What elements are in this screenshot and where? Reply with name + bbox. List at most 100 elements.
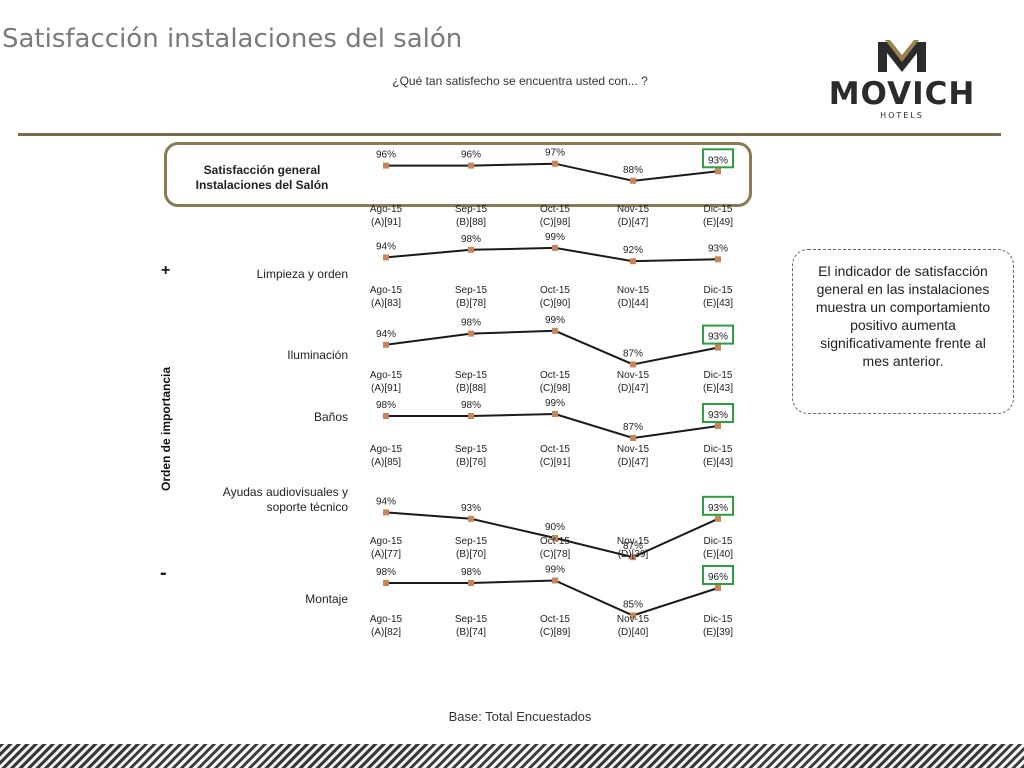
highlight-box-0-4 [702,148,734,169]
data-label-4-3: 87% [623,541,643,552]
category-label-0-3: Nov-15 [617,204,650,215]
base-label-5-2: (C)[89] [540,627,571,638]
category-label-2-3: Nov-15 [617,370,650,381]
data-label-4-0: 94% [376,496,396,507]
highlight-box-3-4 [702,403,734,423]
logo-tagline-text: HOTELS [880,111,924,120]
category-label-1-4: Dic-15 [704,285,733,296]
data-point-2-0 [383,341,389,348]
data-point-4-3 [630,554,636,561]
data-point-5-0 [383,580,389,586]
data-label-2-0: 94% [376,329,396,340]
base-label-4-3: (D)[39] [618,549,649,560]
data-label-3-0: 98% [376,400,396,411]
row-label-audiovisual: Ayudas audiovisuales y soporte técnico [222,485,348,514]
data-point-2-2 [552,327,558,334]
data-label-1-0: 94% [376,241,396,252]
data-label-2-4: 93% [708,332,728,343]
data-label-1-2: 99% [545,232,565,243]
page-title: Satisfacción instalaciones del salón [2,24,463,54]
base-label-3-4: (E)[43] [703,457,733,468]
data-point-3-3 [630,435,636,441]
category-label-0-1: Sep-15 [455,204,488,215]
category-label-2-4: Dic-15 [704,370,733,381]
category-label-2-2: Oct-15 [540,370,570,381]
data-point-1-3 [630,258,636,265]
series-line-3 [386,412,719,440]
data-point-1-2 [552,244,558,251]
base-label-4-1: (B)[70] [456,549,486,560]
data-label-2-1: 98% [461,318,481,329]
data-point-4-0 [383,509,389,516]
category-label-0-2: Oct-15 [540,204,570,215]
highlight-box-5-4 [702,565,734,585]
base-label-0-1: (B)[88] [456,217,486,228]
data-point-3-1 [468,413,474,419]
data-point-2-1 [468,330,474,337]
category-label-4-1: Sep-15 [455,536,488,547]
header-divider [18,133,1001,136]
data-label-3-1: 98% [461,400,481,411]
base-label-3-3: (D)[47] [618,457,649,468]
base-label-4-2: (C)[78] [540,549,571,560]
data-label-4-2: 90% [545,522,565,533]
base-label-1-0: (A)[83] [371,298,401,309]
data-point-2-4 [715,344,721,351]
series-line-5 [386,579,719,617]
category-label-5-4: Dic-15 [704,614,733,625]
data-label-5-1: 98% [461,567,481,578]
importance-minus: - [160,562,167,584]
row-label-bathrooms: Baños [313,410,348,424]
category-label-5-3: Nov-15 [617,614,650,625]
category-label-3-4: Dic-15 [704,444,733,455]
base-label-0-4: (E)[49] [703,217,733,228]
data-point-3-0 [383,413,389,419]
data-point-5-1 [468,580,474,586]
series-line-2 [385,329,719,366]
category-label-4-4: Dic-15 [704,536,733,547]
category-label-1-0: Ago-15 [370,285,403,296]
data-label-3-3: 87% [623,422,643,433]
data-label-0-4: 93% [708,155,728,166]
data-label-0-2: 97% [545,148,565,159]
data-label-1-3: 92% [623,245,643,256]
category-label-5-0: Ago-15 [370,614,403,625]
logo-emblem-icon [878,40,926,72]
data-point-0-3 [630,177,636,184]
base-label-2-4: (E)[43] [703,383,733,394]
base-label-2-3: (D)[47] [618,383,649,394]
data-point-1-0 [383,254,389,261]
category-label-5-2: Oct-15 [540,614,570,625]
base-label-0-2: (C)[98] [540,217,571,228]
category-label-3-2: Oct-15 [540,444,570,455]
data-label-5-3: 85% [623,600,643,611]
data-label-5-2: 99% [545,565,565,576]
category-label-1-1: Sep-15 [455,285,488,296]
category-label-1-3: Nov-15 [617,285,650,296]
movich-logo: MOVICH HOTELS [829,40,974,120]
general-satisfaction-frame [164,142,752,207]
data-label-3-4: 93% [708,410,728,421]
category-label-0-4: Dic-15 [704,204,733,215]
data-label-2-2: 99% [545,315,565,326]
data-point-5-2 [552,577,558,584]
base-note: Base: Total Encuestados [448,709,592,724]
data-point-3-4 [715,423,721,429]
base-label-1-1: (B)[78] [456,298,486,309]
footer-stripes [0,744,1024,768]
data-point-4-1 [468,515,474,522]
row-label-cleanliness: Limpieza y orden [256,267,348,281]
category-label-1-2: Oct-15 [540,285,570,296]
base-label-2-2: (C)[98] [540,383,571,394]
data-label-0-1: 96% [461,150,481,161]
data-point-0-2 [552,160,558,167]
category-label-2-1: Sep-15 [455,370,488,381]
data-point-5-3 [630,612,636,619]
data-label-4-1: 93% [461,503,481,514]
base-label-0-0: (A)[91] [371,217,401,228]
category-label-4-3: Nov-15 [617,536,650,547]
base-label-1-2: (C)[90] [540,298,571,309]
data-point-4-2 [552,535,558,541]
base-label-4-4: (E)[40] [703,549,733,560]
data-label-5-0: 98% [376,567,396,578]
